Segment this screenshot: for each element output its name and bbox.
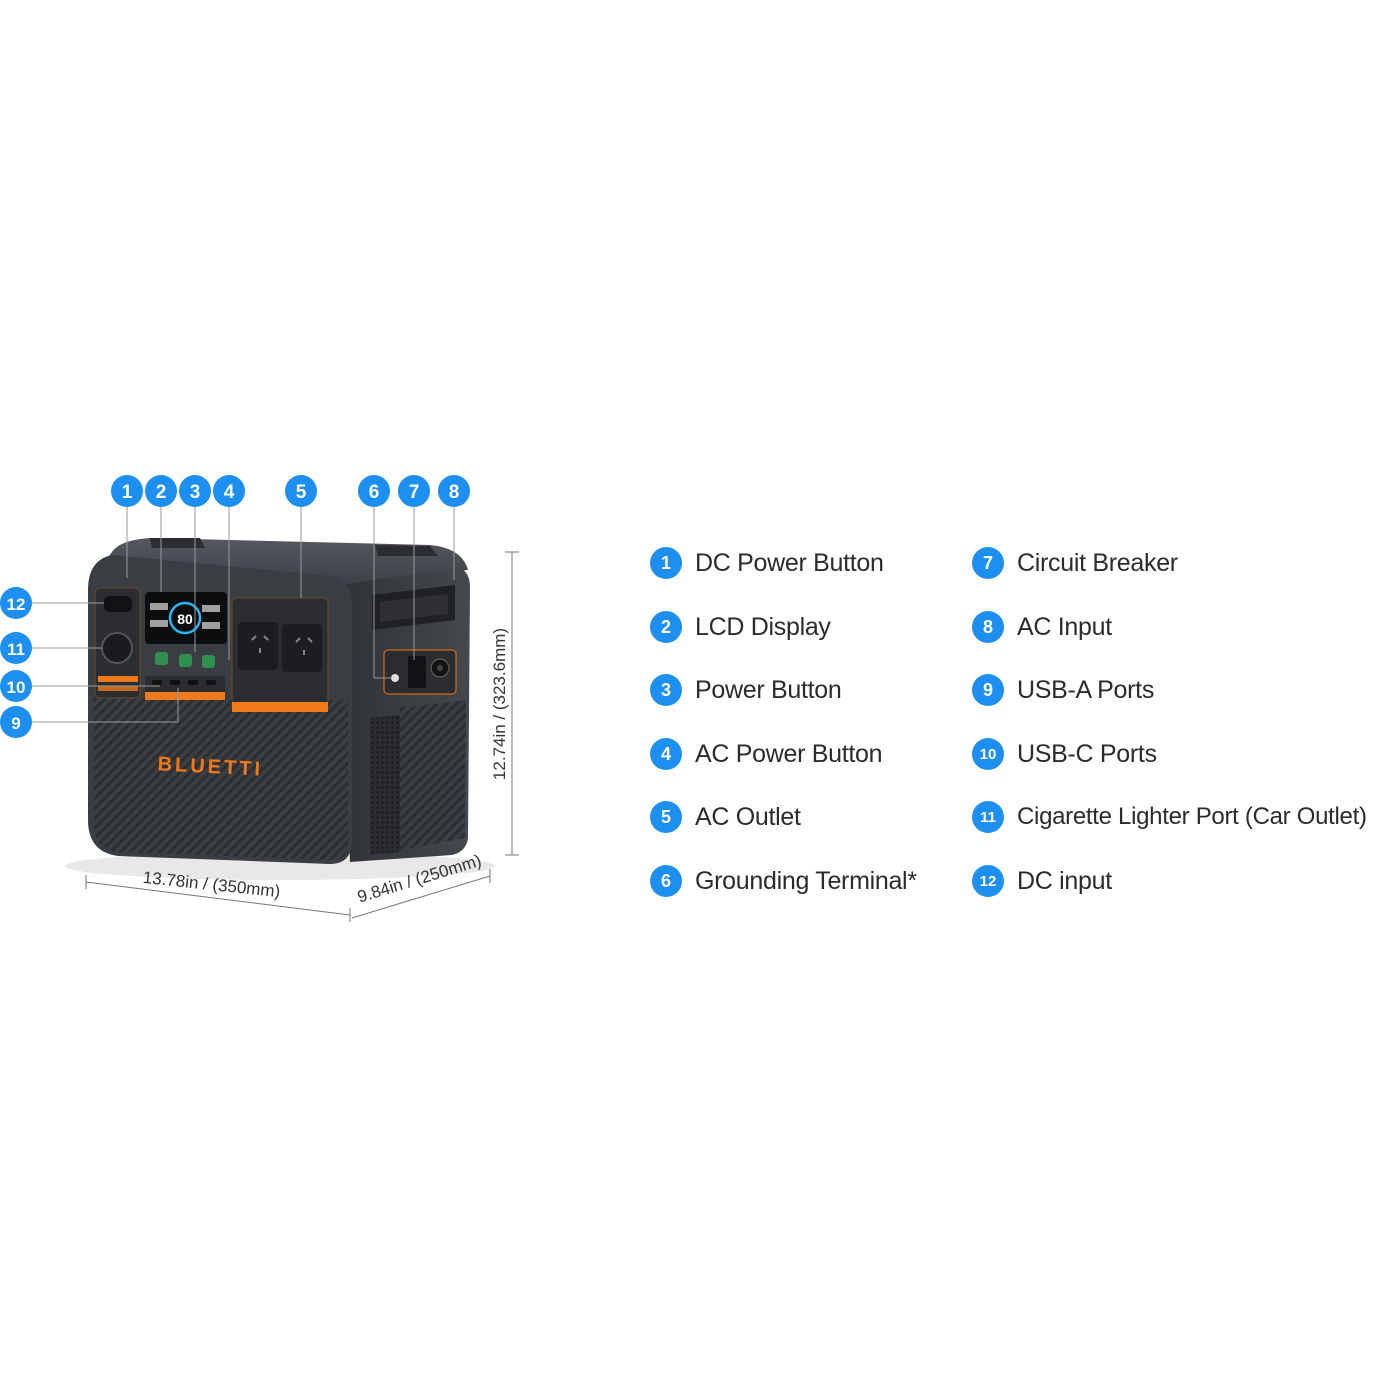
legend-item: 2 LCD Display bbox=[650, 607, 831, 647]
car-outlet-port bbox=[101, 632, 133, 664]
legend-item: 7 Circuit Breaker bbox=[972, 543, 1178, 583]
number-badge: 3 bbox=[650, 674, 682, 706]
dimension-lines bbox=[85, 551, 519, 922]
legend-item: 3 Power Button bbox=[650, 670, 842, 710]
legend-item: 11 Cigarette Lighter Port (Car Outlet) bbox=[972, 797, 1367, 837]
number-badge: 2 bbox=[650, 611, 682, 643]
number-badge: 5 bbox=[650, 801, 682, 833]
top-callouts: 1 2 3 4 5 6 7 8 bbox=[111, 475, 470, 507]
number-badge: 11 bbox=[972, 801, 1004, 833]
display-percent: 80 bbox=[177, 611, 193, 627]
legend-label: Cigarette Lighter Port (Car Outlet) bbox=[1017, 803, 1367, 830]
side-leader-lines bbox=[32, 602, 179, 723]
side-callouts: 12 11 10 9 bbox=[0, 587, 32, 738]
ac-power-button bbox=[202, 655, 215, 668]
legend-label: Grounding Terminal* bbox=[695, 866, 917, 895]
legend-item: 10 USB-C Ports bbox=[972, 734, 1157, 774]
callout-badge: 9 bbox=[0, 706, 32, 738]
legend-label: DC input bbox=[1017, 866, 1112, 895]
legend-item: 5 AC Outlet bbox=[650, 797, 801, 837]
number-badge: 6 bbox=[650, 865, 682, 897]
legend-label: USB-A Ports bbox=[1017, 675, 1155, 704]
svg-text:10: 10 bbox=[7, 678, 26, 697]
legend-label: AC Outlet bbox=[695, 802, 801, 831]
number-badge: 1 bbox=[650, 547, 682, 579]
dc-input-port bbox=[104, 596, 132, 612]
legend-label: AC Input bbox=[1017, 612, 1112, 641]
svg-text:6: 6 bbox=[369, 482, 380, 503]
number-badge: 12 bbox=[972, 865, 1004, 897]
legend-item: 6 Grounding Terminal* bbox=[650, 861, 917, 901]
number-badge: 8 bbox=[972, 611, 1004, 643]
number-badge: 7 bbox=[972, 547, 1004, 579]
callout-badge: 6 bbox=[358, 475, 390, 507]
power-button bbox=[179, 654, 192, 667]
callout-badge: 10 bbox=[0, 670, 32, 702]
number-badge: 4 bbox=[650, 738, 682, 770]
legend-item: 8 AC Input bbox=[972, 607, 1112, 647]
number-badge: 9 bbox=[972, 674, 1004, 706]
svg-text:2: 2 bbox=[156, 482, 167, 503]
callout-badge: 2 bbox=[145, 475, 177, 507]
callout-badge: 12 bbox=[0, 587, 32, 619]
legend-item: 4 AC Power Button bbox=[650, 734, 883, 774]
svg-text:8: 8 bbox=[449, 482, 460, 503]
height-dimension: 12.74in / (323.6mm) bbox=[490, 628, 509, 780]
top-leader-lines bbox=[126, 507, 455, 679]
legend-item: 12 DC input bbox=[972, 861, 1112, 901]
svg-text:12: 12 bbox=[7, 595, 26, 614]
callout-badge: 7 bbox=[398, 475, 430, 507]
callout-badge: 5 bbox=[285, 475, 317, 507]
svg-text:1: 1 bbox=[122, 482, 133, 503]
legend: 1 DC Power Button 2 LCD Display 3 Power … bbox=[650, 540, 1400, 920]
legend-label: DC Power Button bbox=[695, 548, 884, 577]
legend-item: 1 DC Power Button bbox=[650, 543, 884, 583]
legend-label: Circuit Breaker bbox=[1017, 548, 1178, 577]
legend-label: USB-C Ports bbox=[1017, 739, 1157, 768]
dc-power-button bbox=[155, 652, 168, 665]
svg-text:4: 4 bbox=[224, 482, 235, 503]
legend-label: LCD Display bbox=[695, 612, 831, 641]
legend-label: AC Power Button bbox=[695, 739, 883, 768]
svg-text:3: 3 bbox=[190, 482, 201, 503]
callout-badge: 3 bbox=[179, 475, 211, 507]
legend-item: 9 USB-A Ports bbox=[972, 670, 1154, 710]
svg-text:9: 9 bbox=[11, 714, 20, 733]
callout-badge: 4 bbox=[213, 475, 245, 507]
number-badge: 10 bbox=[972, 738, 1004, 770]
svg-text:11: 11 bbox=[7, 640, 25, 659]
svg-text:5: 5 bbox=[296, 482, 307, 503]
callout-badge: 1 bbox=[111, 475, 143, 507]
svg-text:7: 7 bbox=[409, 482, 420, 503]
callout-badge: 8 bbox=[438, 475, 470, 507]
callout-badge: 11 bbox=[0, 632, 32, 664]
legend-label: Power Button bbox=[695, 675, 842, 704]
